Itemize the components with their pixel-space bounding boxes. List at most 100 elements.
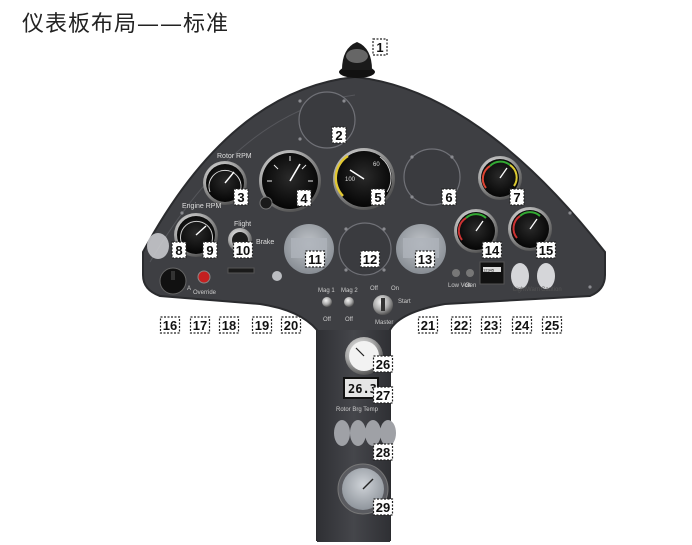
engine-rpm-label: Engine RPM bbox=[182, 203, 221, 210]
callout-number: 27 bbox=[376, 388, 390, 403]
a-label: A bbox=[187, 286, 191, 292]
callout-11: 11 bbox=[304, 250, 326, 268]
callout-2: 2 bbox=[331, 126, 347, 144]
callout-number: 22 bbox=[454, 318, 468, 333]
callout-number: 19 bbox=[255, 318, 269, 333]
lights-row-28 bbox=[334, 420, 396, 446]
callout-29: 29 bbox=[372, 498, 394, 516]
callout-number: 12 bbox=[363, 252, 377, 267]
gauge-15 bbox=[508, 207, 552, 251]
rotor-rpm-label: Rotor RPM bbox=[217, 153, 252, 160]
callout-9: 9 bbox=[202, 241, 218, 259]
callout-number: 8 bbox=[175, 243, 182, 258]
callout-25: 25 bbox=[541, 316, 563, 334]
callout-4: 4 bbox=[296, 189, 312, 207]
callout-8: 8 bbox=[171, 241, 187, 259]
callout-28: 28 bbox=[372, 443, 394, 461]
callout-14: 14 bbox=[481, 241, 503, 259]
callout-6: 6 bbox=[441, 188, 457, 206]
low-volt-gen-lights: Low Volt Gen bbox=[448, 269, 476, 289]
on-key-label: On bbox=[391, 286, 399, 292]
override-label: Override bbox=[193, 290, 217, 296]
light-19 bbox=[272, 271, 282, 281]
callout-number: 6 bbox=[445, 190, 452, 205]
gen-label: Gen bbox=[465, 283, 476, 289]
callout-10: 10 bbox=[232, 241, 254, 259]
callout-23: 23 bbox=[480, 316, 502, 334]
knob-16: A bbox=[159, 267, 191, 295]
callout-number: 29 bbox=[376, 500, 390, 515]
low-volt-label: Low Volt bbox=[448, 283, 471, 289]
compass bbox=[339, 42, 375, 78]
warn-label: Warn bbox=[526, 287, 540, 293]
callout-5: 5 bbox=[370, 188, 386, 206]
callout-number: 16 bbox=[163, 318, 177, 333]
caution-label: Caution bbox=[541, 287, 562, 293]
callout-15: 15 bbox=[535, 241, 557, 259]
off-key-label: Off bbox=[370, 286, 378, 292]
callout-13: 13 bbox=[414, 250, 436, 268]
callout-number: 18 bbox=[222, 318, 236, 333]
callout-number: 17 bbox=[193, 318, 207, 333]
off2-label: Off bbox=[345, 317, 353, 323]
mag-switches: Mag 1 Mag 2 Off Off bbox=[318, 288, 358, 323]
callout-12: 12 bbox=[359, 250, 381, 268]
callout-number: 25 bbox=[545, 318, 559, 333]
master-label: Master bbox=[375, 320, 393, 326]
callout-24: 24 bbox=[511, 316, 533, 334]
callout-number: 9 bbox=[206, 243, 213, 258]
callout-number: 15 bbox=[539, 243, 553, 258]
callout-number: 7 bbox=[513, 190, 520, 205]
callout-number: 3 bbox=[237, 190, 244, 205]
cutout-top bbox=[298, 91, 356, 149]
callout-number: 20 bbox=[284, 318, 298, 333]
callout-number: 1 bbox=[376, 40, 383, 55]
callout-number: 14 bbox=[485, 243, 500, 258]
callout-number: 28 bbox=[376, 445, 390, 460]
svg-text:100: 100 bbox=[345, 177, 356, 183]
light-label: Light bbox=[513, 287, 526, 293]
callout-number: 24 bbox=[515, 318, 530, 333]
callout-3: 3 bbox=[233, 188, 249, 206]
callout-1: 1 bbox=[372, 38, 388, 56]
callout-19: 19 bbox=[251, 316, 273, 334]
flight-label: Flight bbox=[234, 221, 251, 228]
callout-26: 26 bbox=[372, 355, 394, 373]
callout-18: 18 bbox=[218, 316, 240, 334]
override-button: Override bbox=[193, 270, 217, 296]
page-title: 仪表板布局——标准 bbox=[22, 12, 230, 37]
callout-number: 4 bbox=[300, 191, 308, 206]
airspeed-gauge bbox=[259, 150, 321, 212]
callout-number: 23 bbox=[484, 318, 498, 333]
rotor-brg-temp-label: Rotor Brg Temp bbox=[336, 407, 379, 413]
callout-number: 26 bbox=[376, 357, 390, 372]
master-key-switch: Off On Start Master bbox=[370, 286, 411, 326]
indicator-8 bbox=[147, 233, 169, 259]
callout-16: 16 bbox=[159, 316, 181, 334]
hourmeter-value: 12345 bbox=[483, 268, 495, 273]
callout-20: 20 bbox=[280, 316, 302, 334]
mag2-label: Mag 2 bbox=[341, 288, 358, 294]
altimeter-gauge: 100 60 bbox=[333, 148, 395, 210]
brake-label: Brake bbox=[256, 239, 274, 246]
callout-7: 7 bbox=[509, 188, 525, 206]
temp-readout: 26.3 bbox=[348, 382, 377, 396]
callout-number: 10 bbox=[236, 243, 250, 258]
callout-number: 13 bbox=[418, 252, 432, 267]
off1-label: Off bbox=[323, 317, 331, 323]
callout-17: 17 bbox=[189, 316, 211, 334]
callout-number: 11 bbox=[308, 252, 322, 267]
hourmeter: 12345 bbox=[479, 261, 505, 285]
callout-number: 2 bbox=[335, 128, 342, 143]
svg-text:60: 60 bbox=[373, 162, 380, 168]
callout-27: 27 bbox=[372, 386, 394, 404]
callout-number: 21 bbox=[421, 318, 435, 333]
slot-18 bbox=[227, 267, 255, 274]
warn-caution-lights: Light Warn Caution bbox=[511, 263, 562, 293]
start-label: Start bbox=[398, 299, 411, 305]
callout-22: 22 bbox=[450, 316, 472, 334]
mag1-label: Mag 1 bbox=[318, 288, 335, 294]
callout-21: 21 bbox=[417, 316, 439, 334]
